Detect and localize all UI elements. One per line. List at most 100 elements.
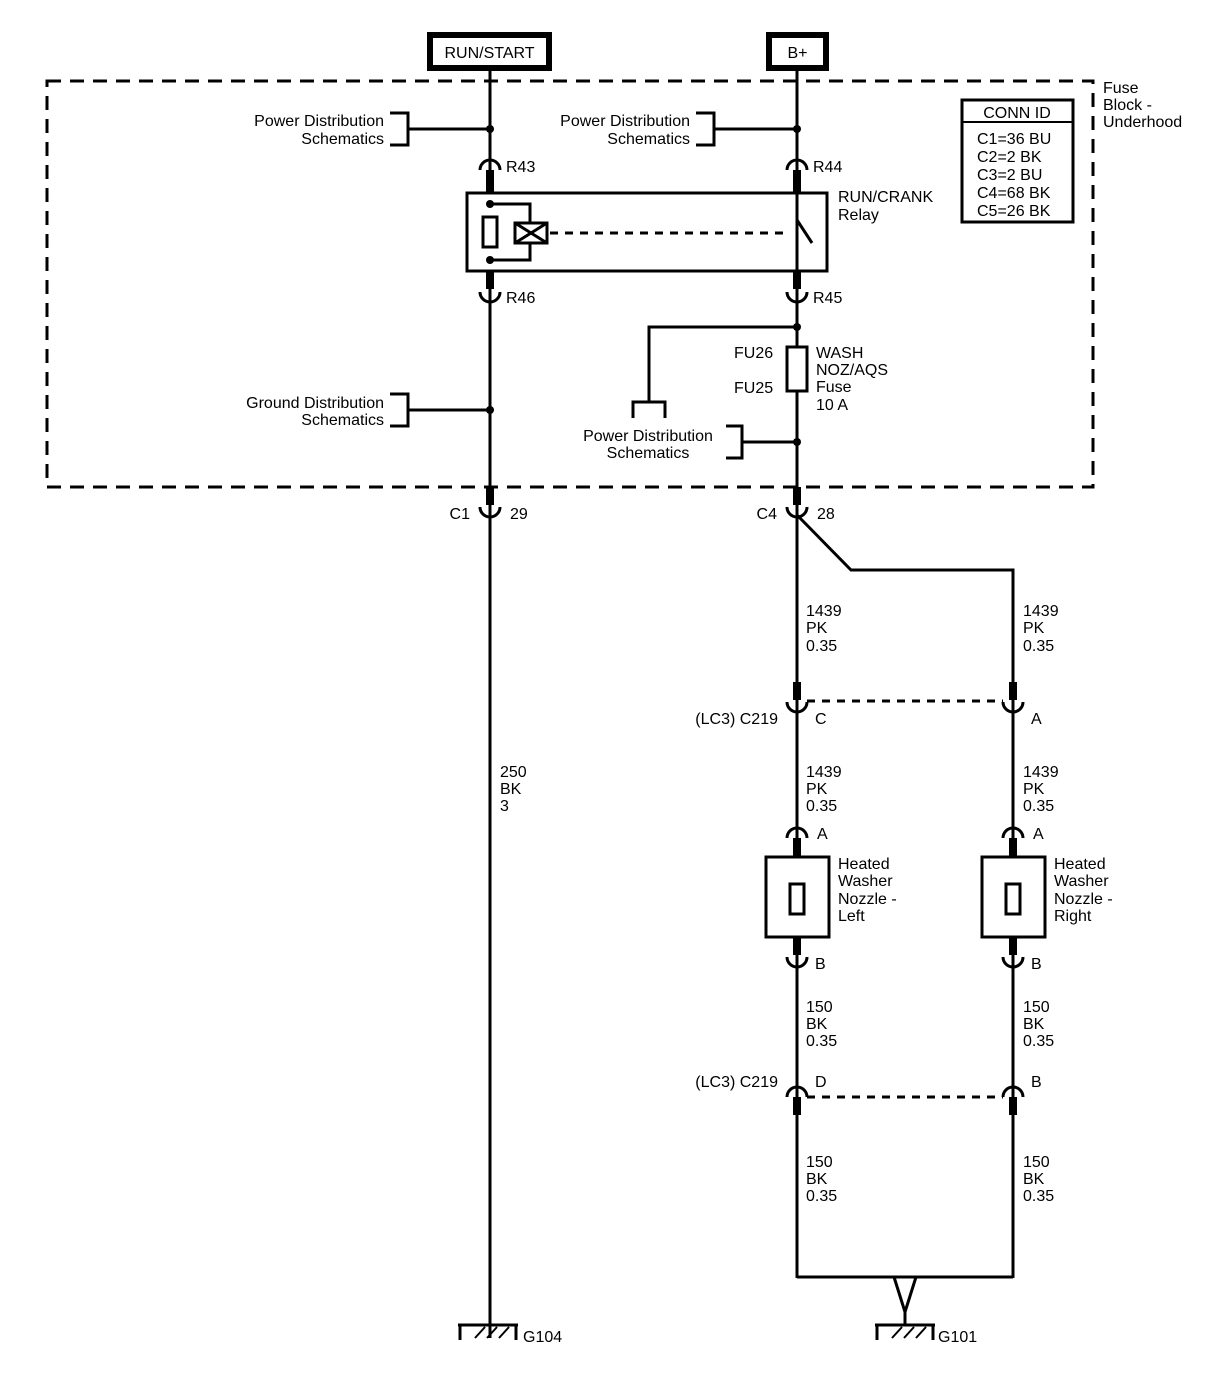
svg-text:Power Distribution: Power Distribution — [583, 428, 713, 445]
svg-text:Nozzle -: Nozzle - — [1054, 891, 1113, 908]
svg-text:B: B — [1031, 1074, 1042, 1091]
svg-text:(LC3) C219: (LC3) C219 — [695, 1074, 778, 1091]
svg-text:Underhood: Underhood — [1103, 114, 1182, 131]
connector-r45: R45 — [785, 272, 842, 307]
ground-icon — [875, 1323, 935, 1340]
header-run-start: RUN/START — [427, 32, 552, 71]
fuse-branch — [631, 323, 801, 418]
svg-text:PK: PK — [806, 781, 828, 798]
svg-text:R43: R43 — [506, 159, 535, 176]
svg-text:1439: 1439 — [806, 764, 842, 781]
svg-text:Power Distribution: Power Distribution — [560, 113, 690, 130]
svg-text:1439: 1439 — [1023, 764, 1059, 781]
svg-text:150: 150 — [806, 1154, 833, 1171]
svg-text:0.35: 0.35 — [1023, 1188, 1054, 1205]
ground-g101: G101 — [875, 1323, 977, 1346]
svg-text:Power Distribution: Power Distribution — [254, 113, 384, 130]
svg-text:0.35: 0.35 — [806, 1188, 837, 1205]
svg-text:Ground Distribution: Ground Distribution — [246, 395, 384, 412]
fuse-icon: FU26 FU25 WASH NOZ/AQS Fuse 10 A — [734, 345, 888, 414]
svg-text:R46: R46 — [506, 290, 535, 307]
conn-id-row: C4=68 BK — [977, 185, 1051, 202]
wire-label-ground: 250 BK 3 — [500, 764, 527, 815]
svg-text:Right: Right — [1054, 908, 1092, 925]
run-crank-relay: RUN/CRANK Relay — [465, 189, 933, 273]
heater-element-icon — [1004, 882, 1022, 916]
svg-text:Schematics: Schematics — [301, 412, 384, 429]
svg-text:Fuse: Fuse — [1103, 80, 1139, 97]
header-run-start-label: RUN/START — [444, 45, 534, 62]
header-b-plus-label: B+ — [787, 45, 807, 62]
svg-text:(LC3) C219: (LC3) C219 — [695, 711, 778, 728]
svg-text:B: B — [815, 956, 826, 973]
svg-text:150: 150 — [1023, 999, 1050, 1016]
conn-id-row: C5=26 BK — [977, 203, 1051, 220]
svg-text:28: 28 — [817, 506, 835, 523]
relay-switch-icon — [795, 219, 814, 244]
wire-label-feed-left-upper: 1439 PK 0.35 — [806, 603, 842, 655]
connector-r44: R44 — [785, 158, 842, 194]
power-distribution-ref-left: Power Distribution Schematics — [254, 111, 494, 148]
svg-text:PK: PK — [1023, 620, 1045, 637]
svg-text:C4: C4 — [757, 506, 778, 523]
relay-coil-icon — [481, 200, 549, 264]
svg-text:WASH: WASH — [816, 345, 863, 362]
svg-text:B: B — [1031, 956, 1042, 973]
svg-text:R44: R44 — [813, 159, 842, 176]
wire-label-return-right-lower: 150 BK 0.35 — [1023, 1154, 1054, 1205]
wire-label-feed-left-lower: 1439 PK 0.35 — [806, 764, 842, 815]
ground-junction — [797, 1275, 1013, 1325]
svg-text:250: 250 — [500, 764, 527, 781]
connector-r46: R46 — [478, 272, 535, 307]
svg-text:Washer: Washer — [838, 873, 893, 890]
svg-text:Nozzle -: Nozzle - — [838, 891, 897, 908]
conn-id-row: C2=2 BK — [977, 149, 1042, 166]
svg-text:0.35: 0.35 — [806, 798, 837, 815]
svg-text:PK: PK — [1023, 781, 1045, 798]
svg-text:Block -: Block - — [1103, 97, 1152, 114]
wire-label-feed-right-upper: 1439 PK 0.35 — [1023, 603, 1059, 655]
ground-distribution-ref: Ground Distribution Schematics — [246, 392, 494, 429]
svg-text:D: D — [815, 1074, 827, 1091]
svg-text:Heated: Heated — [838, 856, 890, 873]
wire-label-return-right-upper: 150 BK 0.35 — [1023, 999, 1054, 1050]
svg-text:0.35: 0.35 — [806, 638, 837, 655]
conn-id-row: C3=2 BU — [977, 167, 1042, 184]
power-distribution-ref-fuse: Power Distribution Schematics — [583, 424, 801, 462]
connector-c1: C1 29 — [450, 487, 528, 523]
svg-text:A: A — [1031, 711, 1042, 728]
connector-c219-upper: (LC3) C219 C A — [695, 682, 1042, 728]
conn-id-row: C1=36 BU — [977, 131, 1051, 148]
svg-text:BK: BK — [500, 781, 522, 798]
svg-text:RUN/CRANK: RUN/CRANK — [838, 189, 933, 206]
svg-text:NOZ/AQS: NOZ/AQS — [816, 362, 888, 379]
svg-text:29: 29 — [510, 506, 528, 523]
conn-id-table: CONN ID C1=36 BU C2=2 BK C3=2 BU C4=68 B… — [960, 98, 1075, 224]
svg-text:Left: Left — [838, 908, 865, 925]
header-b-plus: B+ — [766, 32, 829, 71]
svg-text:1439: 1439 — [1023, 603, 1059, 620]
svg-text:BK: BK — [806, 1171, 828, 1188]
svg-text:10 A: 10 A — [816, 397, 848, 414]
wire-label-feed-right-lower: 1439 PK 0.35 — [1023, 764, 1059, 815]
heater-element-icon — [788, 882, 806, 916]
svg-text:0.35: 0.35 — [1023, 1033, 1054, 1050]
svg-text:3: 3 — [500, 798, 509, 815]
svg-text:BK: BK — [1023, 1016, 1045, 1033]
svg-text:FU25: FU25 — [734, 380, 773, 397]
connector-c4: C4 28 — [757, 487, 835, 523]
svg-text:Heated: Heated — [1054, 856, 1106, 873]
svg-text:Schematics: Schematics — [607, 445, 690, 462]
svg-text:C: C — [815, 711, 827, 728]
svg-text:FU26: FU26 — [734, 345, 773, 362]
svg-text:150: 150 — [1023, 1154, 1050, 1171]
ground-icon — [458, 1323, 518, 1340]
svg-text:0.35: 0.35 — [1023, 638, 1054, 655]
svg-text:Schematics: Schematics — [301, 131, 384, 148]
svg-text:0.35: 0.35 — [1023, 798, 1054, 815]
ground-g104: G104 — [458, 1323, 562, 1346]
fuse-block-boundary — [45, 79, 1095, 489]
wire-label-return-left-lower: 150 BK 0.35 — [806, 1154, 837, 1205]
svg-text:Relay: Relay — [838, 207, 879, 224]
